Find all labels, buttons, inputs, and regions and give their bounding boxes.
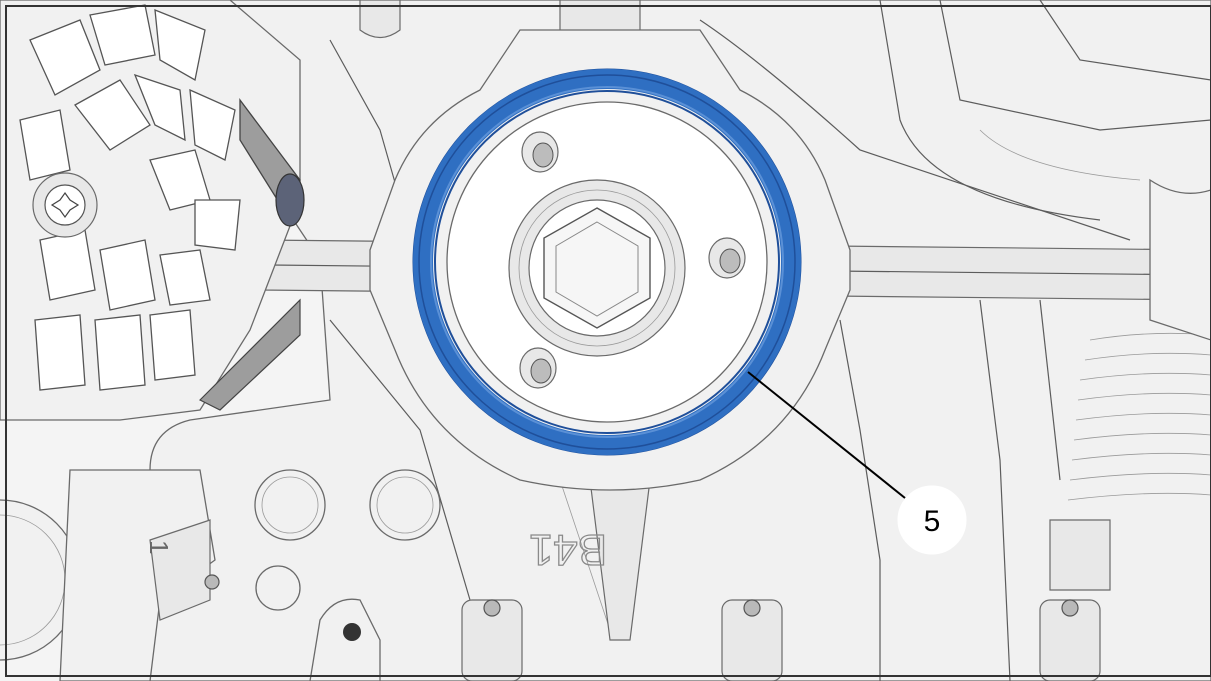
rib-line [939,0,1211,131]
boss-circle-inner [376,476,434,534]
hub-bolt-hole [708,237,746,279]
upper-pocket-left [359,0,401,39]
torx-screw-icon [44,184,86,226]
rib-line [329,39,401,201]
boss-circle [369,469,441,541]
right-upper-boss [1149,178,1211,341]
figure-frame [5,5,1211,677]
bottom-bolt-boss [461,599,523,681]
boss-circle [254,469,326,541]
right-fins [1049,332,1211,591]
fin-marking: 1 [144,540,174,554]
hub-bolt-hole [519,347,557,389]
rib-line [329,319,471,601]
lower-bracket [309,598,381,681]
bracket-hole [343,623,361,641]
bottom-bolt-boss [1039,599,1101,681]
callout-number: 5 [924,505,941,538]
hub-bolt-hole [521,131,559,173]
boss-circle-inner [261,476,319,534]
guide-rail [198,298,301,411]
rib-line [1039,0,1211,81]
embossed-marking: B41 [529,525,607,574]
bottom-bolt-boss [721,599,783,681]
hub-flange-ring [518,189,676,347]
rib-line [839,319,881,681]
crankshaft-seal-ring [412,68,802,456]
hex-bolt-icon [543,207,651,329]
rib-line [979,129,1141,181]
tensioner-pin [275,173,305,227]
callout-leader-line [747,371,906,499]
lower-left-gear: 1 [0,469,220,681]
boss-circle-small [255,565,301,611]
rib-line [1039,299,1061,481]
rib-line [879,0,1101,221]
rib-line [699,19,1131,241]
rib-line [979,299,1011,681]
left-sprocket-assembly [0,0,301,421]
callout-badge [897,485,967,555]
rib-line [559,479,611,631]
